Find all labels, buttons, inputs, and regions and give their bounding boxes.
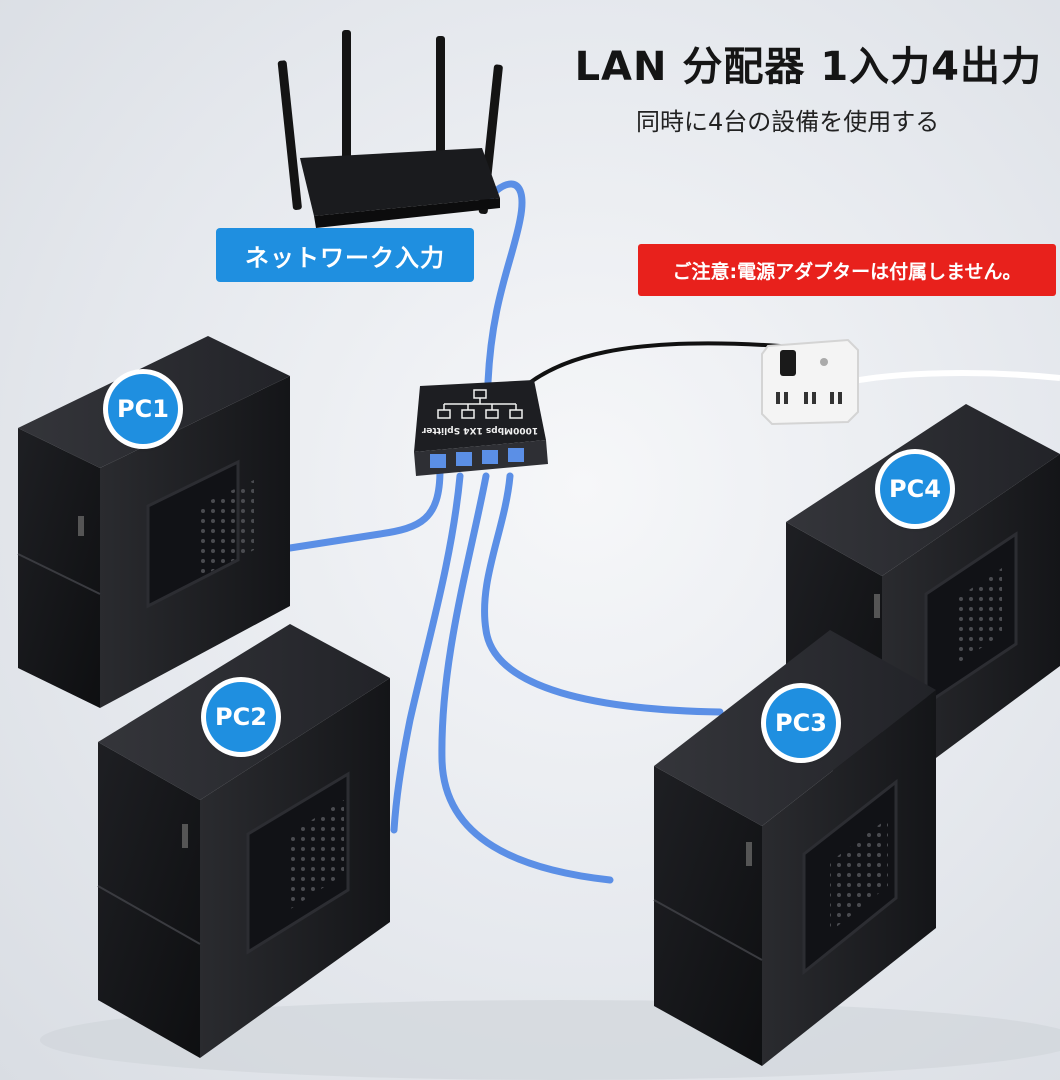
pc3-badge: PC3 (766, 688, 836, 758)
lan-splitter: 1000Mbps 1X4 Splitter (414, 380, 548, 476)
router (277, 30, 503, 228)
cable-pc2 (390, 472, 464, 834)
power-adapter-notice: ご注意:電源アダプターは付属しません。 (638, 244, 1056, 296)
pc4-badge: PC4 (880, 454, 950, 524)
product-subtitle: 同時に4台の設備を使用する (636, 108, 940, 136)
cable-pc3 (438, 472, 614, 884)
input-cable (478, 180, 526, 386)
power-cable (526, 341, 791, 386)
cable-pc4 (481, 472, 724, 716)
splitter-label: 1000Mbps 1X4 Splitter (421, 425, 538, 435)
pc2-badge: PC2 (206, 682, 276, 752)
power-strip-cord (847, 370, 1060, 385)
network-input-badge: ネットワーク入力 (216, 228, 474, 282)
cable-pc1 (286, 466, 444, 552)
power-strip (761, 338, 859, 426)
pc1-badge: PC1 (108, 374, 178, 444)
product-title: LAN 分配器 1入力4出力 (574, 44, 1042, 90)
pc3-tower (653, 630, 936, 1066)
